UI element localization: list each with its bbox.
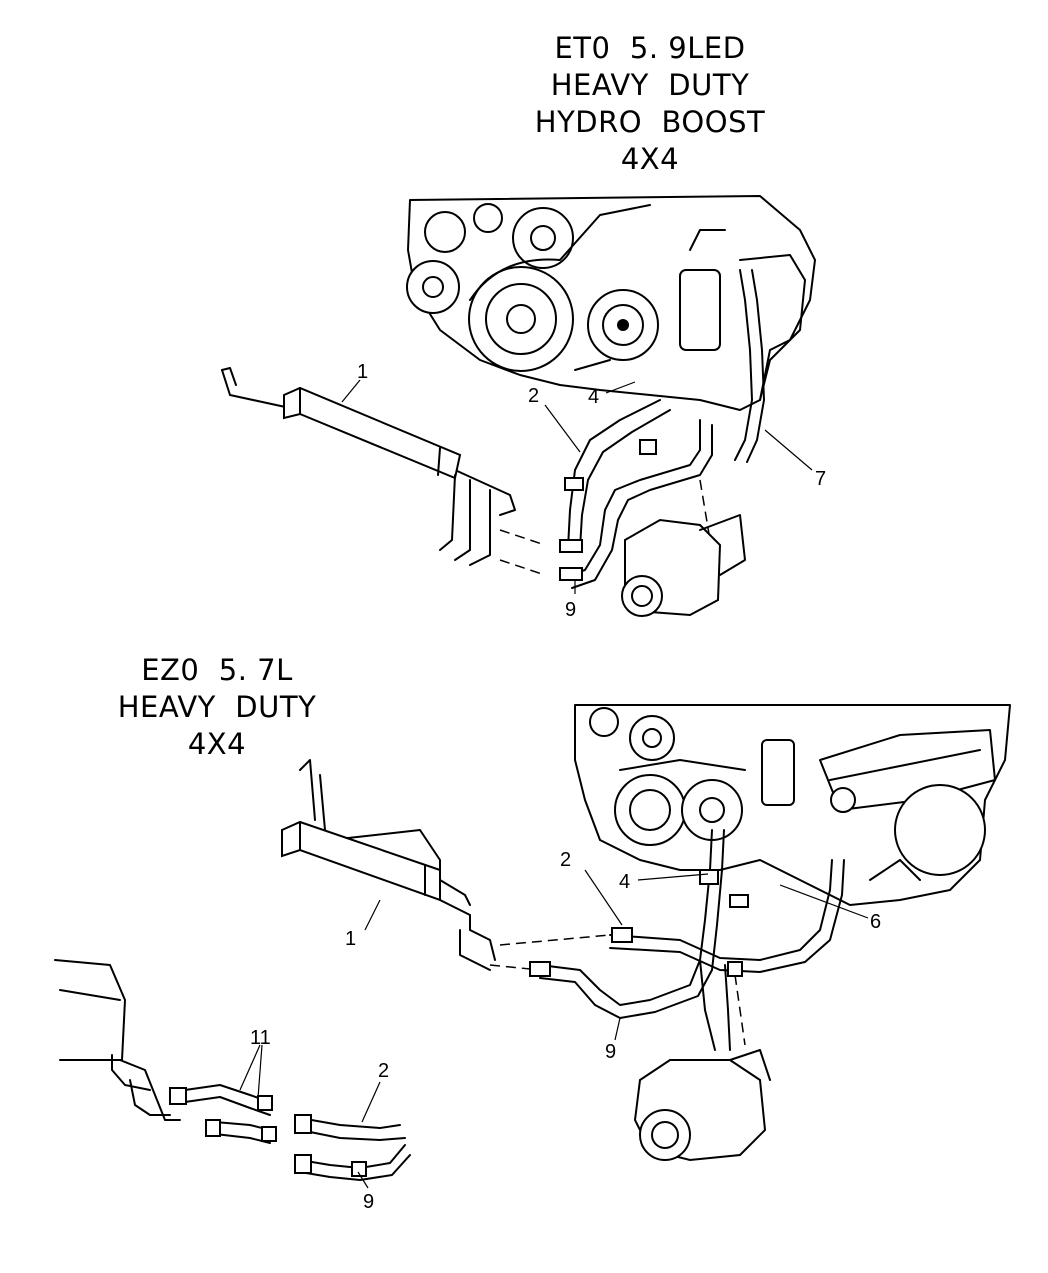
bottom-oil-cooler bbox=[281, 759, 496, 971]
title-line: HEAVY DUTY bbox=[117, 690, 317, 724]
title-line: ET0 5. 9LED bbox=[554, 31, 746, 65]
title-line: HYDRO BOOST bbox=[534, 105, 766, 139]
bottom-steering-gear bbox=[633, 1049, 771, 1162]
compressor-icon bbox=[406, 260, 460, 314]
callout-label: 2 bbox=[560, 849, 571, 871]
title-line: 4X4 bbox=[620, 142, 680, 176]
bottom-diagram-title: EZ0 5. 7L HEAVY DUTY 4X4 bbox=[112, 652, 322, 763]
callout-label: 1 bbox=[345, 928, 356, 950]
callout-label: 2 bbox=[378, 1060, 389, 1082]
fan-pulley-icon bbox=[512, 207, 574, 269]
callout-label: 9 bbox=[605, 1041, 616, 1063]
top-steering-gear bbox=[621, 514, 746, 617]
callout-label: 9 bbox=[565, 599, 576, 621]
callout-label: 2 bbox=[528, 385, 539, 407]
top-hoses bbox=[499, 269, 765, 589]
callout-label: 7 bbox=[815, 468, 826, 490]
bottom-hoses bbox=[489, 829, 845, 1051]
callout-label: 4 bbox=[588, 386, 599, 408]
title-line: EZ0 5. 7L bbox=[141, 653, 293, 687]
bottom-engine-assembly bbox=[574, 704, 1011, 906]
callout-label: 1 bbox=[357, 361, 368, 383]
title-line: HEAVY DUTY bbox=[550, 68, 750, 102]
title-line: 4X4 bbox=[187, 727, 247, 761]
bottom-left-cooler-detail bbox=[54, 959, 411, 1181]
callout-label: 4 bbox=[619, 871, 630, 893]
top-engine-assembly bbox=[406, 195, 816, 411]
callout-label: 9 bbox=[363, 1191, 374, 1213]
top-diagram-title: ET0 5. 9LED HEAVY DUTY HYDRO BOOST 4X4 bbox=[530, 30, 770, 178]
top-oil-cooler bbox=[221, 367, 516, 566]
top-callouts: 1 2 4 7 9 bbox=[341, 361, 826, 621]
crank-pulley-icon bbox=[614, 774, 686, 846]
callout-label: 6 bbox=[870, 911, 881, 933]
bottom-callouts: 2 4 6 1 9 11 2 9 bbox=[239, 849, 881, 1213]
callout-label: 11 bbox=[250, 1027, 271, 1049]
